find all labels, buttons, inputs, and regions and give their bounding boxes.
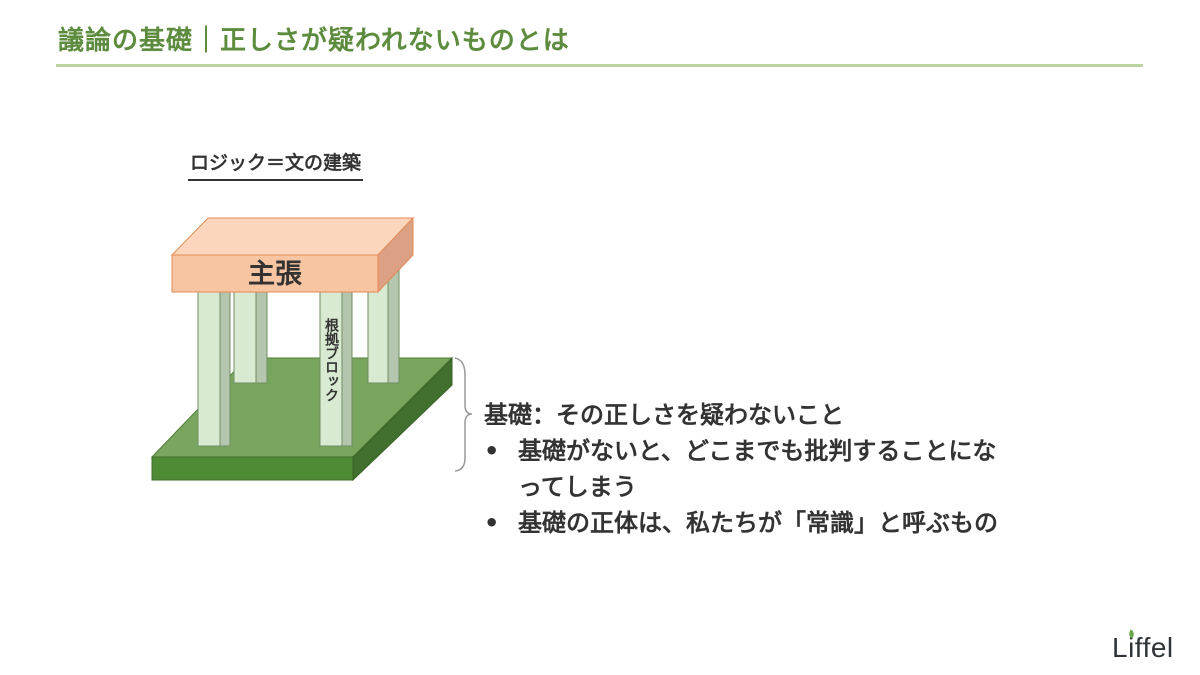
top-block-label: 主張 (248, 259, 303, 290)
pillar-label: 根拠ブロック (323, 317, 339, 402)
lead-text: 基礎：その正しさを疑わないこと (484, 401, 844, 429)
bullet-item: •基礎がないと、どこまでも批判することになってしまう (484, 437, 997, 501)
bullet-item: •基礎の正体は、私たちが「常識」と呼ぶもの (484, 509, 998, 537)
pillar-front-left (197, 291, 231, 447)
curly-brace (454, 357, 473, 472)
explanation: 基礎：その正しさを疑わないこと •基礎がないと、どこまでも批判することになってし… (484, 397, 998, 541)
pillar-back-left (233, 291, 268, 384)
diagram-heading: ロジック＝文の建築 (188, 148, 364, 181)
top-block (170, 216, 415, 294)
title-divider (56, 64, 1143, 67)
liffel-logo: Liffel (1112, 629, 1174, 664)
pillar-front-right (319, 291, 353, 447)
foundation-slab (150, 356, 454, 482)
slide-title: 議論の基礎｜正しさが疑われないものとは (58, 26, 570, 56)
